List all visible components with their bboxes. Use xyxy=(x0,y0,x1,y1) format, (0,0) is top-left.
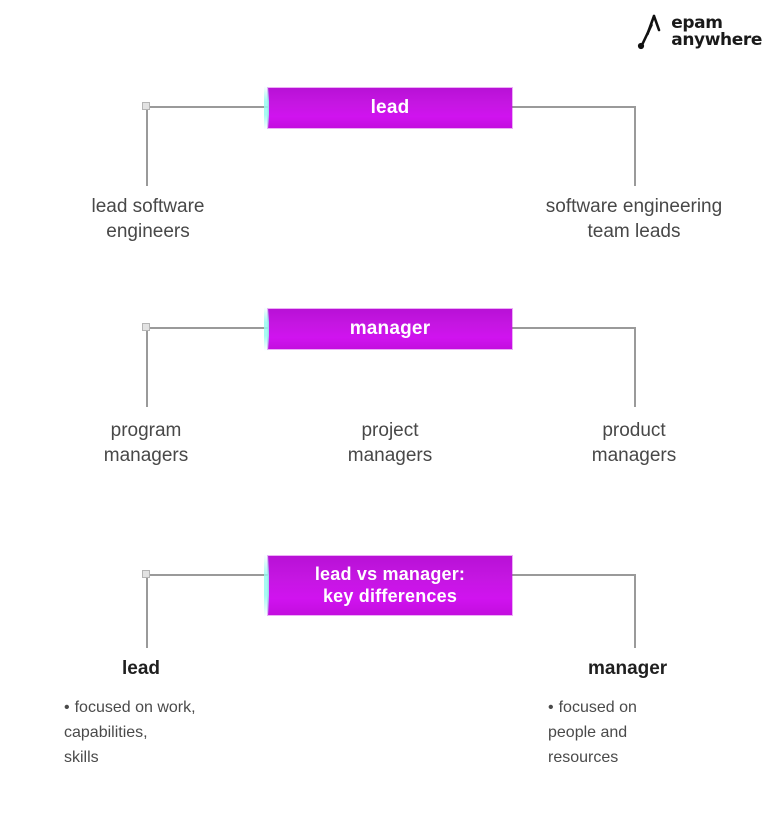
logo-text-anywhere: anywhere xyxy=(671,30,762,50)
comparison-heading-lead: lead xyxy=(122,658,160,680)
bullet-line-3: resources xyxy=(548,748,619,766)
leaf-project-managers: project managers xyxy=(300,418,480,468)
node-box-manager-label: manager xyxy=(349,318,431,340)
brand-logo: epam anywhere xyxy=(637,14,762,50)
bullet-dot-icon: • xyxy=(548,699,554,716)
leaf-line-2: managers xyxy=(591,445,677,467)
bullet-text: focused on work, xyxy=(74,699,196,716)
connector-right-vertical xyxy=(634,574,636,648)
comparison-body-manager: •focused on people and resources xyxy=(548,696,778,770)
node-box-lead-vs-manager[interactable]: lead vs manager: key differences xyxy=(264,554,512,617)
comparison-body-lead: •focused on work, capabilities, skills xyxy=(64,696,294,770)
leaf-line-2: managers xyxy=(103,445,189,467)
comparison-heading-manager: manager xyxy=(588,658,667,680)
leaf-line-1: product xyxy=(602,420,666,441)
leaf-software-engineering-team-leads: software engineering team leads xyxy=(514,194,754,244)
leaf-line-2: managers xyxy=(347,445,433,467)
node-box-manager[interactable]: manager xyxy=(264,307,512,351)
connector-right-horizontal xyxy=(510,327,636,329)
logo-text-epam: epam xyxy=(671,13,723,34)
connector-right-horizontal xyxy=(510,106,636,108)
connector-left-vertical xyxy=(146,106,148,186)
node-box-title-line-2: key differences xyxy=(322,585,458,606)
leaf-lead-software-engineers: lead software engineers xyxy=(48,194,248,244)
bullet-line-2: people and xyxy=(548,723,628,741)
leaf-line-1: program xyxy=(110,420,182,441)
node-box-lead-label: lead xyxy=(370,97,410,119)
leaf-line-1: project xyxy=(361,420,419,441)
connector-left-joint xyxy=(142,323,150,331)
connector-left-vertical xyxy=(146,574,148,648)
leaf-program-managers: program managers xyxy=(56,418,236,468)
connector-left-joint xyxy=(142,570,150,578)
connector-left-joint xyxy=(142,102,150,110)
leaf-line-2: team leads xyxy=(587,221,681,243)
connector-right-vertical xyxy=(634,106,636,186)
bullet-line-1: •focused on xyxy=(548,696,778,721)
connector-left-horizontal xyxy=(146,327,272,329)
leaf-product-managers: product managers xyxy=(544,418,724,468)
connector-right-vertical xyxy=(634,327,636,407)
connector-right-horizontal xyxy=(510,574,636,576)
epam-lambda-icon xyxy=(638,14,661,50)
leaf-line-2: engineers xyxy=(106,221,190,243)
bullet-line-1: •focused on work, xyxy=(64,696,294,721)
connector-left-vertical xyxy=(146,327,148,407)
bullet-line-2: capabilities, xyxy=(64,723,148,741)
node-box-lead[interactable]: lead xyxy=(264,86,512,130)
comparison-heading-manager-text: manager xyxy=(588,658,668,679)
bullet-text: focused on xyxy=(558,699,637,716)
connector-left-horizontal xyxy=(146,106,272,108)
node-box-title-line-1: lead vs manager: xyxy=(314,563,466,584)
leaf-line-1: software engineering xyxy=(545,196,723,217)
bullet-dot-icon: • xyxy=(64,699,70,716)
leaf-line-1: lead software xyxy=(91,196,205,217)
bullet-line-3: skills xyxy=(64,748,99,766)
comparison-heading-lead-text: lead xyxy=(122,658,161,679)
connector-left-horizontal xyxy=(146,574,272,576)
